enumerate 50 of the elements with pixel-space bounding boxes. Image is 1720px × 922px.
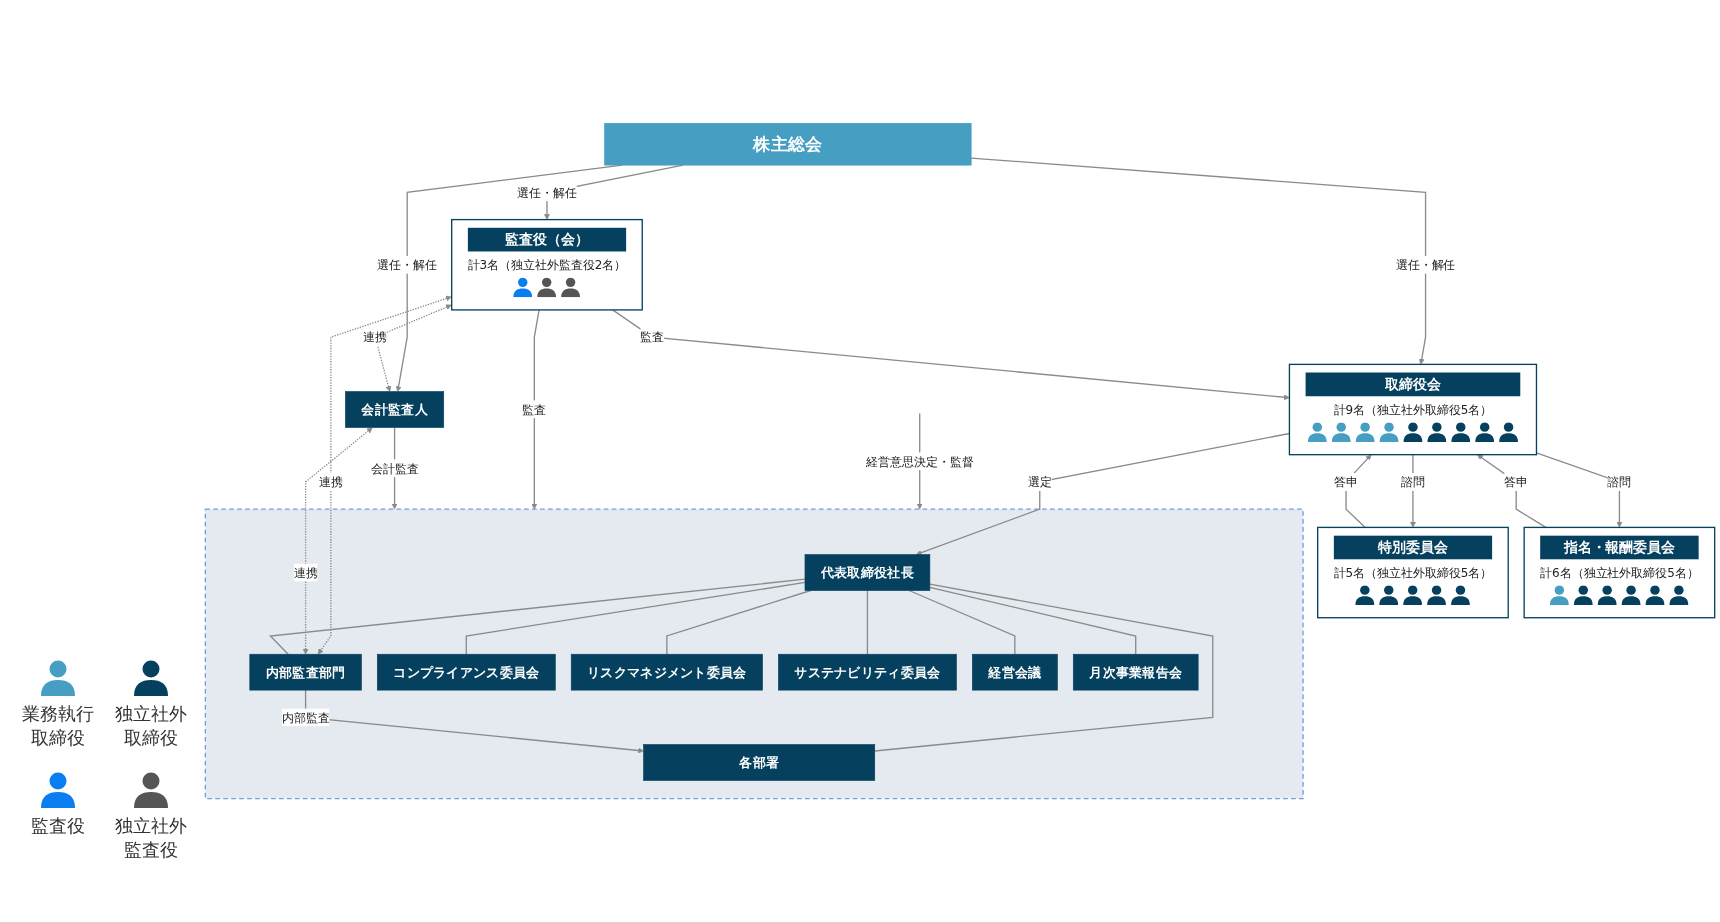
node-box: 各部署 bbox=[643, 744, 876, 781]
connector bbox=[268, 578, 806, 655]
node-box: 指名・報酬委員会 計6名（独立社外取締役5名） bbox=[1523, 526, 1716, 619]
node-box: 会計監査人 bbox=[345, 391, 445, 428]
arrow bbox=[317, 295, 452, 655]
arrow bbox=[1477, 454, 1547, 529]
legend-label: 業務執行取締役 bbox=[20, 702, 95, 750]
legend-label: 独立社外取締役 bbox=[113, 702, 188, 750]
arrow bbox=[304, 689, 644, 754]
legend-label: 独立社外監査役 bbox=[113, 814, 188, 862]
node-box: 経営会議 bbox=[972, 653, 1058, 691]
connector bbox=[908, 589, 1016, 655]
node-box: コンプライアンス委員会 bbox=[377, 653, 556, 691]
node-box: リスクマネジメント委員会 bbox=[570, 653, 763, 691]
node-box: 監査役（会） 計3名（独立社外監査役2名） bbox=[451, 218, 643, 311]
node-box: 内部監査部門 bbox=[249, 653, 362, 691]
node-box: 株主総会 bbox=[604, 123, 972, 166]
edge-label: 諮問 bbox=[1400, 474, 1425, 489]
edge-label: 会計監査 bbox=[370, 461, 419, 476]
edge-label: 経営意思決定・監督 bbox=[865, 454, 974, 469]
legend-label: 監査役 bbox=[29, 814, 86, 838]
edge-label: 内部監査 bbox=[281, 710, 330, 725]
arrow bbox=[611, 309, 1290, 401]
arrow bbox=[374, 304, 452, 392]
edge-label: 答申 bbox=[1504, 474, 1529, 489]
node-box: サステナビリティ委員会 bbox=[778, 653, 957, 691]
cluster bbox=[204, 508, 1304, 800]
edge-label: 選定 bbox=[1027, 474, 1052, 489]
edge-label: 選任・解任 bbox=[1395, 257, 1456, 272]
connector bbox=[929, 586, 1137, 655]
edge-label: 連携 bbox=[293, 565, 318, 580]
edge-label: 監査 bbox=[640, 330, 665, 345]
connector bbox=[866, 589, 869, 655]
arrow bbox=[302, 427, 373, 655]
edge-label: 監査 bbox=[522, 402, 547, 417]
node-box: 代表取締役社長 bbox=[804, 554, 931, 591]
edge-label: 選任・解任 bbox=[517, 185, 577, 200]
edge-label: 答申 bbox=[1334, 474, 1359, 489]
edge-label: 連携 bbox=[318, 474, 343, 489]
arrow bbox=[1410, 454, 1416, 528]
edge-label: 選任・解任 bbox=[377, 257, 438, 272]
connector bbox=[465, 581, 806, 655]
arrow bbox=[531, 309, 540, 510]
node-box: 取締役会 計9名（独立社外取締役5名） bbox=[1288, 363, 1538, 456]
edge-label: 連携 bbox=[363, 330, 388, 345]
arrow bbox=[970, 157, 1427, 365]
node-box: 月次事業報告会 bbox=[1072, 653, 1199, 691]
node-box: 特別委員会 計5名（独立社外取締役5名） bbox=[1317, 526, 1509, 619]
edge-label: 諮問 bbox=[1607, 474, 1632, 489]
connector bbox=[874, 583, 1214, 752]
